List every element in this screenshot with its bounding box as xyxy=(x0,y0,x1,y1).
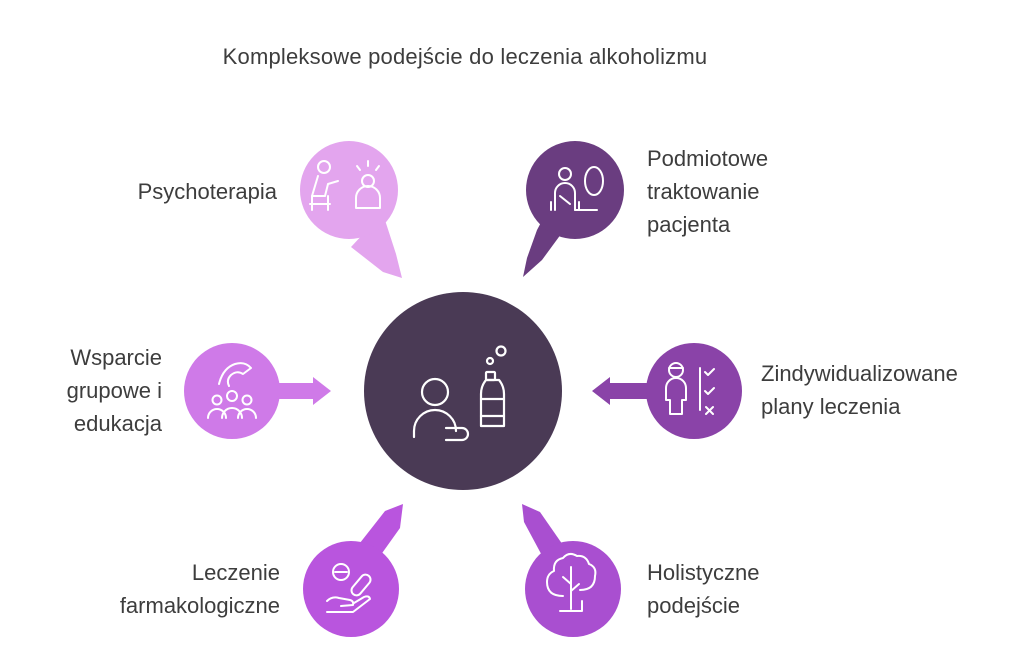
node-zindywidualizowane xyxy=(592,343,742,439)
node-podmiotowe xyxy=(523,141,624,277)
support-group-icon xyxy=(207,362,257,419)
node-leczenie xyxy=(303,504,403,637)
tree-icon xyxy=(546,552,597,612)
person-with-bottle-icon xyxy=(412,345,507,442)
label-leczenie: Leczenie farmakologiczne xyxy=(119,560,280,618)
arrow-zindywidualizowane xyxy=(592,377,656,405)
arrow-psychoterapia xyxy=(351,217,402,278)
label-podmiotowe: Podmiotowe traktowanie pacjenta xyxy=(647,146,769,237)
label-psychoterapia: Psychoterapia xyxy=(137,179,277,204)
label-holistyczne: Holistyczne podejście xyxy=(647,560,760,618)
node-psychoterapia xyxy=(300,141,402,278)
node-holistyczne xyxy=(522,504,621,637)
personalized-checklist-icon xyxy=(665,362,715,415)
label-wsparcie: Wsparcie grupowe i edukacja xyxy=(66,345,162,436)
label-zindywidualizowane: Zindywidualizowane plany leczenia xyxy=(761,361,958,419)
patient-consultation-icon xyxy=(550,166,604,211)
diagram-title: Kompleksowe podejście do leczenia alkoho… xyxy=(222,44,708,69)
arrow-wsparcie xyxy=(270,377,331,405)
pills-in-hand-icon xyxy=(326,563,372,613)
center-circle xyxy=(364,292,562,490)
therapy-session-icon xyxy=(309,160,381,211)
node-wsparcie xyxy=(184,343,331,439)
